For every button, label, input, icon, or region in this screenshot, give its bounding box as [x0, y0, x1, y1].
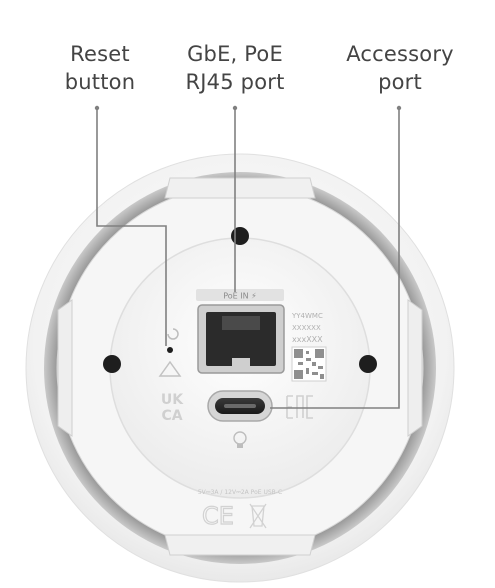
- rj45-leader-dot: [232, 105, 238, 111]
- model-code: YY4WMC: [291, 312, 323, 320]
- accessory-leader-line: [270, 108, 400, 409]
- left-clip: [57, 299, 73, 437]
- screw-hole-right: [359, 355, 377, 373]
- rj45-latch: [232, 358, 250, 366]
- screw-hole-left: [103, 355, 121, 373]
- serial-line-1: XXXXXX: [292, 324, 321, 332]
- reset-callout-line1: Reset: [70, 42, 130, 66]
- right-clip: [407, 299, 423, 437]
- rj45-port-callout: GbE, PoE RJ45 port: [170, 40, 300, 96]
- qr-code: [291, 346, 327, 382]
- warning-triangle-icon: [158, 360, 182, 377]
- accessory-port-callout: Accessory port: [325, 40, 475, 96]
- ce-mark: CE: [202, 502, 234, 530]
- ukca-mark-top: UK: [161, 392, 184, 408]
- reset-leader-dot: [94, 105, 100, 111]
- top-clip: [164, 177, 316, 199]
- reset-button[interactable]: [167, 347, 173, 353]
- accessory-leader-dot: [396, 105, 402, 111]
- rj45-pins: [222, 316, 260, 330]
- serial-line-2: xxxXXX: [292, 335, 323, 344]
- poe-label-bar: [196, 289, 284, 301]
- rj45-callout-line2: RJ45 port: [185, 70, 285, 94]
- eac-mark: [286, 395, 313, 419]
- lightbulb-icon: [233, 431, 247, 448]
- leader-lines: [96, 108, 400, 409]
- reset-icon: [167, 328, 179, 340]
- accessory-callout-line2: port: [378, 70, 422, 94]
- reset-leader-line: [96, 108, 167, 346]
- rj45-callout-line1: GbE, PoE: [187, 42, 283, 66]
- bottom-clip: [164, 534, 316, 556]
- screw-hole-top: [231, 227, 249, 245]
- rating-text: 5V⎓3A / 12V⎓2A PoE USB-C: [198, 489, 282, 496]
- reset-callout-line2: button: [64, 70, 136, 94]
- ukca-mark-bottom: CA: [161, 408, 182, 424]
- reset-button-callout: Reset button: [48, 40, 152, 96]
- usb-c-tongue: [224, 404, 256, 408]
- accessory-callout-line1: Accessory: [346, 42, 454, 66]
- poe-label: PoE IN ⚡: [223, 292, 257, 301]
- weee-bin-icon: [249, 503, 267, 529]
